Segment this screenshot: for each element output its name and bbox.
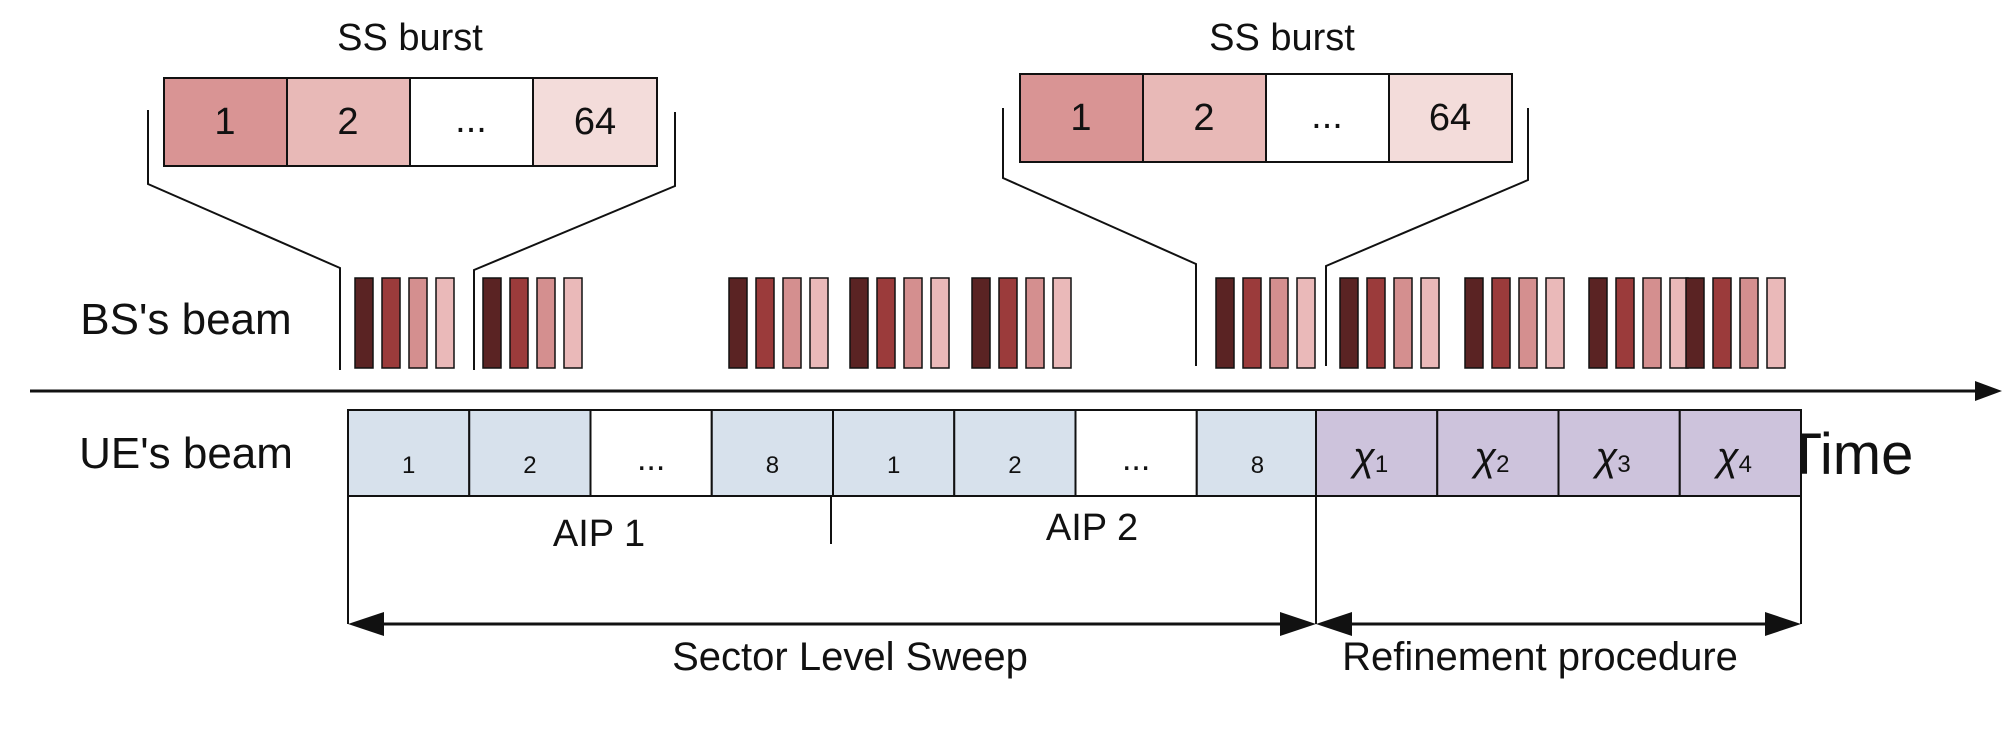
bs-beam-bar: [849, 277, 869, 369]
bs-beam-bar: [998, 277, 1018, 369]
ue-beam-cell-label: ...: [637, 440, 665, 478]
refinement-cells: χ1 χ2 χ3 χ4: [1315, 409, 1802, 497]
refinement-cell-label: χ2: [1471, 435, 1509, 479]
refinement-cell-label: χ4: [1714, 435, 1752, 479]
bs-beam-bar: [971, 277, 991, 369]
bs-beam-bar: [1242, 277, 1262, 369]
bs-beam-bar: [435, 277, 455, 369]
bs-beam-label: BS's beam: [80, 295, 291, 344]
burst-cell-2: [1142, 73, 1267, 163]
bs-beam-bar: [408, 277, 428, 369]
bs-beam-bars: [354, 277, 1786, 369]
ue-beam-cell-label: 8: [1251, 452, 1264, 479]
ue-beam-cell: [1074, 409, 1198, 497]
ue-beam-label: UE's beam: [79, 429, 293, 478]
bs-beam-bar: [728, 277, 748, 369]
refinement-procedure-arrow: [1316, 612, 1801, 636]
bs-beam-bar: [1588, 277, 1608, 369]
ue-beam-cell: [589, 409, 713, 497]
ue-beam-cell: [710, 409, 834, 497]
ue-beam-cell-label: 2: [523, 452, 536, 479]
ss-burst-box: 1 2 ... 64: [163, 77, 658, 167]
bs-beam-bar: [563, 277, 583, 369]
burst-cell-label: 2: [337, 101, 358, 143]
bs-beam-bar: [1269, 277, 1289, 369]
bs-beam-bar: [903, 277, 923, 369]
burst-cell-label: 64: [574, 101, 616, 143]
bs-beam-bar: [1339, 277, 1359, 369]
bs-beam-bar: [1464, 277, 1484, 369]
bs-beam-bar: [1393, 277, 1413, 369]
bs-beam-bar: [1025, 277, 1045, 369]
burst-cell-label: 1: [1070, 97, 1091, 139]
refinement-cell: [1315, 409, 1439, 497]
bs-beam-bar: [1366, 277, 1386, 369]
bs-beam-bar: [1518, 277, 1538, 369]
ue-beam-cell: [832, 409, 956, 497]
ue-beam-cell-label: 2: [1008, 452, 1021, 479]
ss-burst-title: SS burst: [337, 17, 483, 59]
burst-cell-label: ...: [1311, 95, 1343, 137]
ue-beam-cells: 1 2... 8 1 2... 8: [347, 409, 1319, 497]
time-label: Time: [1787, 422, 1914, 487]
ue-beam-cell-label: 1: [887, 452, 900, 479]
aip-label: AIP 2: [1046, 507, 1138, 549]
refinement-cell: [1678, 409, 1802, 497]
burst-cell-label: 64: [1429, 97, 1471, 139]
refinement-procedure-label: Refinement procedure: [1342, 635, 1738, 679]
bs-beam-bar: [354, 277, 374, 369]
bs-beam-bar: [1615, 277, 1635, 369]
ue-beam-cell: [953, 409, 1077, 497]
bs-beam-bar: [809, 277, 829, 369]
bs-beam-bar: [930, 277, 950, 369]
burst-cell-label: ...: [455, 99, 487, 141]
burst-cell-1: [163, 77, 288, 167]
bs-beam-bar: [536, 277, 556, 369]
refinement-cell: [1557, 409, 1681, 497]
burst-cell-64: [1388, 73, 1513, 163]
ue-beam-cell-label: 8: [766, 452, 779, 479]
sector-level-sweep-label: Sector Level Sweep: [672, 635, 1028, 679]
bs-beam-bar: [1685, 277, 1705, 369]
bs-beam-bar: [1420, 277, 1440, 369]
burst-cell-ellipsis: [1265, 73, 1390, 163]
sector-level-sweep-arrow: [348, 612, 1316, 636]
ss-burst-box: 1 2 ... 64: [1019, 73, 1513, 163]
time-axis-arrowhead: [1975, 381, 2002, 401]
bs-beam-bar: [1052, 277, 1072, 369]
refinement-cell-label: χ3: [1593, 435, 1631, 479]
aip-label: AIP 1: [553, 513, 645, 555]
bs-beam-bar: [482, 277, 502, 369]
burst-cell-label: 2: [1193, 97, 1214, 139]
bs-beam-bar: [876, 277, 896, 369]
burst-cell-ellipsis: [409, 77, 534, 167]
bs-beam-bar: [782, 277, 802, 369]
burst-cell-2: [286, 77, 411, 167]
time-axis: [30, 381, 2002, 401]
bs-beam-bar: [1739, 277, 1759, 369]
ue-beam-cell-label: ...: [1122, 440, 1150, 478]
bs-beam-bar: [1712, 277, 1732, 369]
bracket-lines: [347, 496, 1802, 624]
zoom-lines: [1002, 108, 1529, 366]
bs-beam-bar: [1491, 277, 1511, 369]
bs-beam-bar: [509, 277, 529, 369]
ss-burst-title: SS burst: [1209, 17, 1355, 59]
bs-beam-bar: [1296, 277, 1316, 369]
burst-cell-label: 1: [214, 101, 235, 143]
bs-beam-bar: [381, 277, 401, 369]
ue-beam-cell: [347, 409, 471, 497]
ue-beam-cell: [1195, 409, 1319, 497]
bs-beam-bar: [1545, 277, 1565, 369]
bs-beam-bar: [755, 277, 775, 369]
refinement-cell: [1436, 409, 1560, 497]
burst-cell-64: [532, 77, 658, 167]
bs-beam-bar: [1766, 277, 1786, 369]
bs-beam-bar: [1642, 277, 1662, 369]
zoom-lines: [147, 110, 676, 370]
bs-beam-bar: [1215, 277, 1235, 369]
refinement-cell-label: χ1: [1350, 435, 1388, 479]
ue-beam-cell-label: 1: [402, 452, 415, 479]
